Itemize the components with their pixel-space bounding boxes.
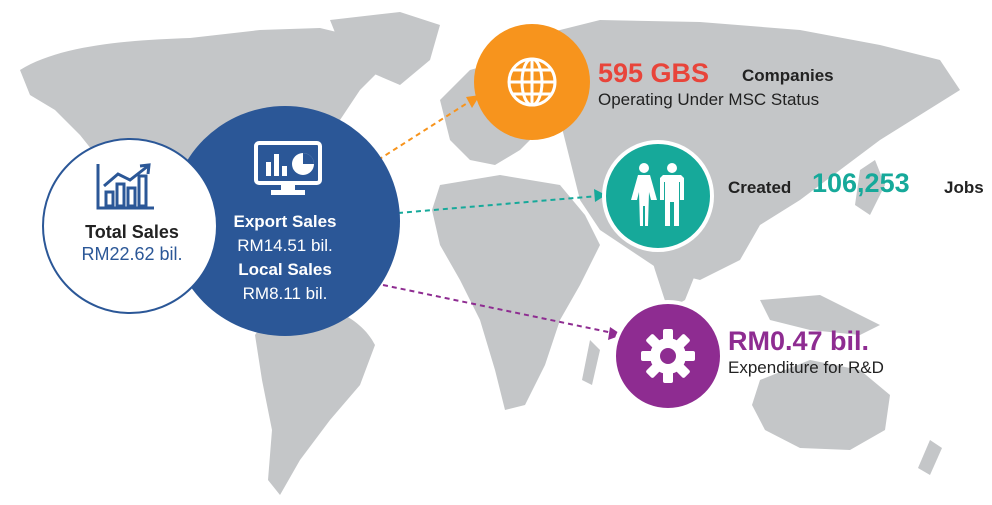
monitor-chart-icon [254,141,322,195]
rnd-number: RM0.47 bil. [728,326,870,356]
connector-orange [377,99,473,161]
export-sales-label: Export Sales [233,212,337,231]
companies-line1: Companies [742,66,834,85]
total-sales-label: Total Sales [85,222,179,242]
arrowhead-teal [594,189,606,202]
total-sales-circle [42,138,218,314]
map-australia [752,360,890,450]
local-sales-label: Local Sales [238,260,332,279]
people-icon [631,163,684,226]
companies-number: 595 GBS [598,58,710,88]
connector-teal [397,195,599,214]
map-madagascar [582,340,600,385]
map-south-america [255,300,375,495]
jobs-circle [602,140,714,252]
export-sales-value: RM14.51 bil. [237,236,333,255]
map-new-zealand [918,440,942,475]
companies-line2: Operating Under MSC Status [598,90,820,109]
map-japan [855,160,885,215]
map-greenland [330,12,440,85]
jobs-prefix: Created [728,178,792,197]
rnd-label: Expenditure for R&D [728,358,884,377]
map-sea-islands [760,295,880,335]
map-africa [432,175,600,410]
arrowhead-purple [608,327,622,340]
globe-icon [507,57,557,107]
local-sales-value: RM8.11 bil. [242,284,328,303]
connector-purple [382,284,614,334]
total-sales-value: RM22.62 bil. [81,244,183,264]
jobs-suffix: Jobs [944,178,984,197]
gear-icon [641,329,695,383]
jobs-number: 106,253 [812,168,910,198]
chart-growth-icon [96,163,154,210]
